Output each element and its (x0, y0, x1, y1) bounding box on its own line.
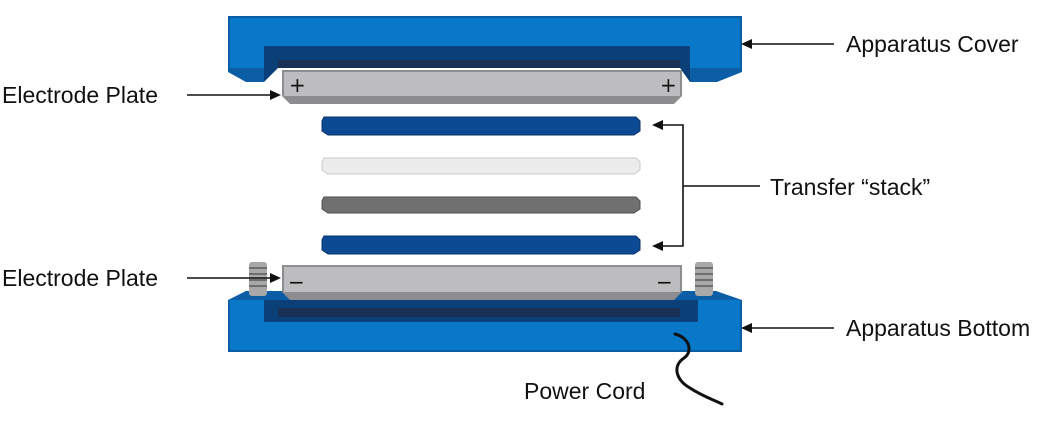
sponge-bottom (321, 235, 641, 255)
label-electrode-plate-top: Electrode Plate (2, 82, 158, 108)
screw-right (695, 262, 713, 296)
label-electrode-plate-bottom: Electrode Plate (2, 265, 158, 291)
power-cord (673, 332, 724, 406)
label-power-cord: Power Cord (524, 378, 645, 404)
screw-left (249, 262, 267, 296)
label-apparatus-bottom: Apparatus Bottom (846, 315, 1030, 341)
electrode-plate-top: + + (282, 70, 682, 104)
arrow-heads (270, 39, 752, 333)
pointer-arrows (187, 43, 834, 329)
apparatus-bottom (228, 291, 742, 352)
membrane (321, 157, 641, 175)
sponge-top (321, 116, 641, 136)
label-apparatus-cover: Apparatus Cover (846, 31, 1019, 57)
apparatus-cover (228, 16, 742, 82)
plus-sign-top-left: + (289, 73, 306, 97)
electrode-plate-bottom: − − (282, 265, 682, 300)
minus-sign-bottom-right: − (656, 270, 673, 294)
arrow-transfer-stack (660, 124, 684, 247)
transfer-stack (321, 116, 641, 255)
gel (321, 196, 641, 214)
minus-sign-bottom-left: − (288, 270, 305, 294)
plus-sign-top-right: + (660, 73, 677, 97)
label-transfer-stack: Transfer “stack” (770, 174, 930, 200)
